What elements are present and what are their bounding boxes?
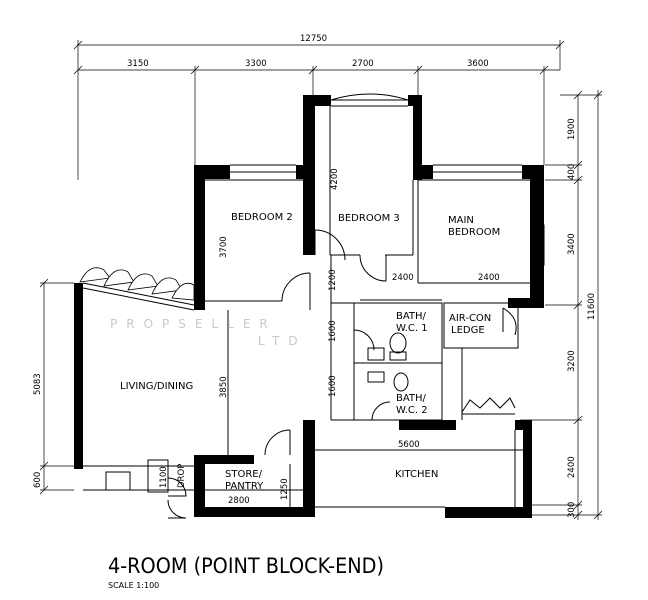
room-label-living-dining: LIVING/DINING [120, 381, 193, 392]
watermark-line-1: PROPSELLER [110, 317, 277, 331]
room-label-aircon-2: LEDGE [451, 325, 485, 336]
dim-bed3-width: 2400 [392, 273, 414, 283]
dim-bath2-height: 1600 [328, 375, 338, 397]
walls [74, 95, 544, 518]
room-label-store-2: PANTRY [225, 481, 264, 492]
dim-right-3400: 3400 [567, 233, 577, 255]
room-label-bedroom-3: BEDROOM 3 [338, 213, 400, 224]
dim-left-5083: 5083 [33, 373, 43, 395]
dim-right-400: 400 [567, 164, 577, 180]
dim-overall-height: 11600 [587, 293, 597, 320]
doors [167, 229, 391, 519]
dim-bedroom3-height: 4200 [330, 168, 340, 190]
room-label-bath1-2: W.C. 1 [396, 323, 428, 334]
dim-right-2400: 2400 [567, 456, 577, 478]
room-label-bath2-2: W.C. 2 [396, 405, 428, 416]
room-label-aircon-1: AIR-CON [449, 313, 491, 324]
room-label-bath2-1: BATH/ [396, 393, 427, 404]
dim-bath1-height: 1600 [328, 320, 338, 342]
dim-kitchen-width: 5600 [398, 440, 420, 450]
room-label-bath1-1: BATH/ [396, 311, 427, 322]
dim-right-3200: 3200 [567, 350, 577, 372]
dim-corridor-1200: 1200 [328, 269, 338, 291]
dim-right-1900: 1900 [567, 118, 577, 140]
left-dimensions: 5083 600 [33, 278, 74, 495]
room-label-store-1: STORE/ [225, 469, 263, 480]
dim-overall-width: 12750 [300, 34, 327, 44]
dim-right-300: 300 [567, 502, 577, 518]
room-label-kitchen: KITCHEN [395, 469, 438, 480]
plan-title: 4-ROOM (POINT BLOCK-END) [108, 554, 384, 578]
dim-store-width: 2800 [228, 496, 250, 506]
dim-drop-width: 1100 [159, 466, 169, 488]
top-dimensions: 12750 3150 3300 2700 3600 [73, 34, 565, 180]
room-label-bedroom-2: BEDROOM 2 [231, 212, 293, 223]
right-dimensions: 1900 400 3400 3200 2400 300 11600 [520, 90, 603, 520]
dim-living-height: 3850 [219, 376, 229, 398]
dim-store-height: 1250 [280, 478, 290, 500]
fixtures [367, 332, 409, 392]
partitions [82, 99, 530, 508]
dim-seg-2: 3300 [245, 59, 267, 69]
room-labels: BEDROOM 2 BEDROOM 3 MAIN BEDROOM BATH/ W… [120, 212, 500, 492]
room-label-main-bedroom-1: MAIN [448, 215, 474, 226]
room-label-main-bedroom-2: BEDROOM [448, 227, 500, 238]
plan-scale: SCALE 1:100 [108, 581, 159, 590]
dim-main-bed-width: 2400 [478, 273, 500, 283]
dim-seg-4: 3600 [467, 59, 489, 69]
dim-seg-1: 3150 [127, 59, 149, 69]
dim-seg-3: 2700 [352, 59, 374, 69]
dim-left-600: 600 [33, 472, 43, 488]
inner-dimensions: 3700 4200 1200 2400 2400 1600 1600 3850 … [159, 168, 500, 506]
dim-bedroom2-height: 3700 [219, 236, 229, 258]
windows [79, 93, 545, 415]
watermark-line-2: LTD [258, 334, 307, 348]
room-label-drop: DROP [177, 464, 187, 488]
